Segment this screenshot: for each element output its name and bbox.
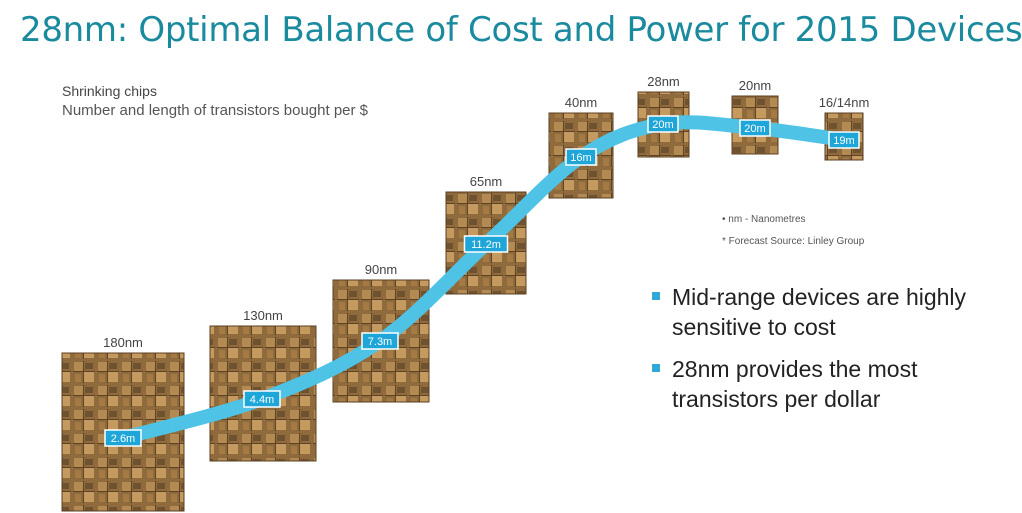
data-point-box bbox=[647, 115, 679, 133]
data-point-label: 16m bbox=[565, 148, 597, 166]
data-point-label: 20m bbox=[739, 119, 771, 137]
bullet-text: 28nm provides the most transistors per d… bbox=[672, 356, 918, 412]
data-point-value: 11.2m bbox=[471, 239, 501, 251]
data-point-label: 7.3m bbox=[361, 332, 399, 350]
process-node-label: 28nm bbox=[647, 74, 680, 89]
value-labels: 2.6m 4.4m 7.3m 11.2m 16m 20m 20m 19m bbox=[104, 115, 860, 447]
process-node-label: 16/14nm bbox=[819, 95, 870, 110]
data-point-box bbox=[104, 429, 142, 447]
node-labels: 180nm 130nm 90nm 65nm 40nm 28nm 20nm 16/14nm bbox=[103, 74, 869, 350]
data-point-value: 20m bbox=[744, 123, 765, 135]
data-point-value: 19m bbox=[833, 135, 854, 147]
chart-description: Number and length of transistors bought … bbox=[62, 102, 369, 119]
bullet-square-icon bbox=[652, 292, 660, 300]
page-title: 28nm: Optimal Balance of Cost and Power … bbox=[20, 10, 1022, 50]
data-point-label: 11.2m bbox=[463, 235, 509, 253]
process-node-label: 40nm bbox=[565, 95, 598, 110]
process-node-label: 20nm bbox=[739, 78, 772, 93]
bullet-item: 28nm provides the most transistors per d… bbox=[648, 354, 998, 414]
data-point-value: 16m bbox=[570, 152, 591, 164]
key-points: Mid-range devices are highly sensitive t… bbox=[648, 282, 998, 426]
transistor-chart: 180nm 130nm 90nm 65nm 40nm 28nm 20nm 16/14nm 2.… bbox=[61, 74, 869, 512]
data-point-value: 7.3m bbox=[368, 336, 392, 348]
data-point-label: 4.4m bbox=[243, 390, 281, 408]
process-node-label: 180nm bbox=[103, 335, 143, 350]
data-point-value: 4.4m bbox=[250, 394, 274, 406]
bullet-square-icon bbox=[652, 364, 660, 372]
data-point-label: 19m bbox=[828, 131, 860, 149]
bullet-text: Mid-range devices are highly sensitive t… bbox=[672, 284, 967, 340]
chip-images bbox=[61, 91, 864, 512]
data-point-box bbox=[463, 235, 509, 253]
data-point-box bbox=[243, 390, 281, 408]
data-point-box bbox=[739, 119, 771, 137]
data-point-value: 2.6m bbox=[111, 433, 135, 445]
nm-note: • nm - Nanometres bbox=[722, 214, 806, 225]
data-point-box bbox=[361, 332, 399, 350]
data-point-label: 2.6m bbox=[104, 429, 142, 447]
data-point-box bbox=[828, 131, 860, 149]
chart-subtitle: Shrinking chips bbox=[62, 83, 157, 99]
process-node-label: 65nm bbox=[470, 174, 503, 189]
forecast-note: * Forecast Source: Linley Group bbox=[722, 236, 865, 247]
process-node-label: 90nm bbox=[365, 262, 398, 277]
data-point-value: 20m bbox=[652, 119, 673, 131]
process-node-label: 130nm bbox=[243, 308, 283, 323]
data-point-box bbox=[565, 148, 597, 166]
data-point-label: 20m bbox=[647, 115, 679, 133]
bullet-item: Mid-range devices are highly sensitive t… bbox=[648, 282, 998, 342]
